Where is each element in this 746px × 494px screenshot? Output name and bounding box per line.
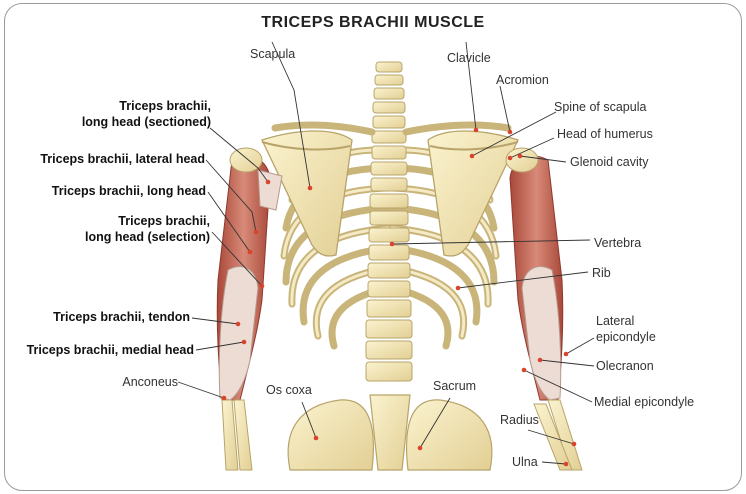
label-vertebra: Vertebra [594, 235, 641, 251]
label-spine-of-scapula: Spine of scapula [554, 99, 646, 115]
label-lateral-epicondyle: Lateral epicondyle [596, 313, 656, 345]
label-clavicle: Clavicle [447, 50, 491, 66]
label-long-head-selection: Triceps brachii, long head (selection) [85, 213, 210, 245]
spine [366, 62, 412, 381]
label-long-head: Triceps brachii, long head [52, 183, 206, 199]
label-head-of-humerus: Head of humerus [557, 126, 653, 142]
label-anconeus: Anconeus [122, 374, 178, 390]
label-line: long head (sectioned) [82, 114, 211, 130]
label-long-head-sectioned: Triceps brachii, long head (sectioned) [82, 98, 211, 130]
pelvis [288, 395, 492, 470]
label-acromion: Acromion [496, 72, 549, 88]
label-rib: Rib [592, 265, 611, 281]
label-sacrum: Sacrum [433, 378, 476, 394]
label-line: epicondyle [596, 329, 656, 345]
label-tendon: Triceps brachii, tendon [53, 309, 190, 325]
label-radius: Radius [500, 412, 539, 428]
label-line: Lateral [596, 313, 656, 329]
label-line: Triceps brachii, [82, 98, 211, 114]
label-olecranon: Olecranon [596, 358, 654, 374]
label-os-coxa: Os coxa [266, 382, 312, 398]
diagram-title: TRICEPS BRACHII MUSCLE [0, 14, 746, 32]
label-line: Triceps brachii, [85, 213, 210, 229]
label-line: long head (selection) [85, 229, 210, 245]
label-medial-epicondyle: Medial epicondyle [594, 394, 694, 410]
label-scapula: Scapula [250, 46, 295, 62]
label-ulna: Ulna [512, 454, 538, 470]
left-arm [217, 148, 282, 470]
label-lateral-head: Triceps brachii, lateral head [40, 151, 205, 167]
label-glenoid-cavity: Glenoid cavity [570, 154, 649, 170]
label-medial-head: Triceps brachii, medial head [27, 342, 194, 358]
